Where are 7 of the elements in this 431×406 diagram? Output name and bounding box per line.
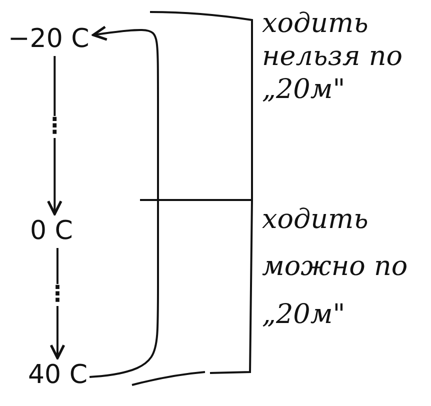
arrow xyxy=(89,26,159,378)
temperature-label: 0 C xyxy=(30,218,73,244)
note-text: ходить можно по „20м" xyxy=(262,203,409,332)
arrow xyxy=(46,56,62,216)
temperature-label: 40 C xyxy=(28,362,88,388)
note-text: ходить нельзя по „20м" xyxy=(262,8,404,107)
temperature-label: −20 C xyxy=(8,26,90,52)
